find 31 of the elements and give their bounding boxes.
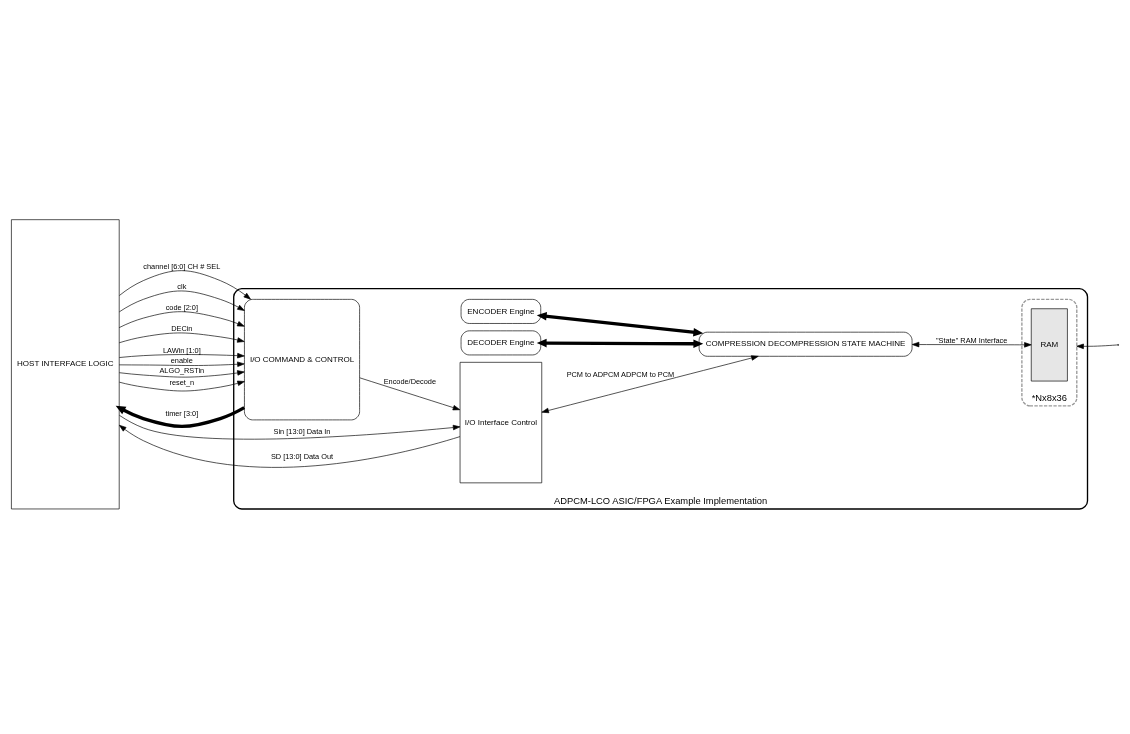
edge-label: LAWin [1:0] [162, 345, 201, 355]
arrow [536, 338, 704, 349]
edge-label: Sin [13:0] Data In [273, 426, 331, 436]
arrow [115, 405, 246, 429]
arrow [119, 290, 245, 313]
arrow [118, 311, 245, 328]
edge-label: code [2:0] [165, 302, 198, 312]
arrow [119, 380, 245, 392]
arrow [359, 377, 461, 411]
edge-label: clk [177, 282, 187, 292]
edge-label: "State" RAM Interface [935, 335, 1008, 345]
arrow [119, 270, 251, 300]
arrow [119, 414, 461, 440]
edge-label: reset_n [169, 377, 195, 387]
edge-label: channel [6:0] CH # SEL [143, 262, 221, 272]
arrow [541, 355, 759, 414]
edge-label: enable [170, 355, 193, 365]
edge-label: Encode/Decode [383, 376, 437, 386]
arrow [1076, 343, 1118, 349]
arrow [119, 352, 245, 359]
edge-label: SD [13:0] Data Out [270, 452, 334, 462]
arrow [911, 341, 1032, 348]
arrow [536, 312, 704, 337]
edge-label: PCM to ADPCM ADPCM to PCM [566, 369, 675, 379]
arrow [119, 370, 245, 378]
edge-label: DECin [171, 324, 193, 334]
edge-label: ALGO_RSTin [159, 365, 205, 375]
arrow [119, 424, 461, 468]
edge-label: timer [3:0] [165, 409, 199, 419]
arrow [118, 332, 245, 344]
arrow [118, 361, 245, 367]
